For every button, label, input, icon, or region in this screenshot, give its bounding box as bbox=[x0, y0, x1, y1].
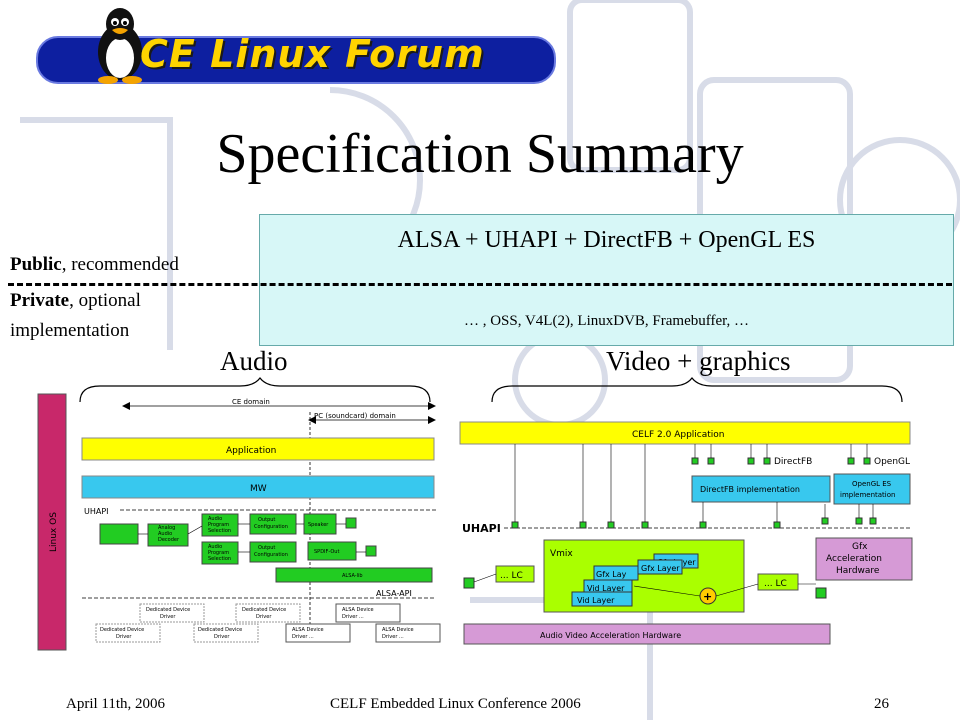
svg-text:ALSA Device: ALSA Device bbox=[292, 627, 324, 633]
svg-text:Audio: Audio bbox=[208, 544, 222, 550]
svg-text:ALSA-lib: ALSA-lib bbox=[342, 573, 363, 579]
footer-conference: CELF Embedded Linux Conference 2006 bbox=[330, 696, 581, 712]
mw-box bbox=[81, 475, 435, 499]
mw-label: MW bbox=[250, 484, 267, 494]
av-accel-label: Audio Video Acceleration Hardware bbox=[540, 631, 681, 640]
svg-text:Speaker: Speaker bbox=[308, 522, 329, 528]
spec-box: ALSA + UHAPI + DirectFB + OpenGL ES … , … bbox=[259, 214, 954, 346]
svg-text:Driver: Driver bbox=[214, 634, 230, 640]
av-accel-box bbox=[463, 623, 831, 645]
alsa-api-label: ALSA-API bbox=[376, 589, 412, 598]
svg-text:Acceleration: Acceleration bbox=[826, 554, 882, 564]
svg-text:Output: Output bbox=[258, 517, 275, 523]
private-label-line2: implementation bbox=[10, 320, 130, 341]
footer-date: April 11th, 2006 bbox=[66, 696, 166, 712]
svg-text:Audio: Audio bbox=[208, 516, 222, 522]
svg-text:OpenGL ES: OpenGL ES bbox=[852, 480, 892, 488]
svg-text:Dedicated Device: Dedicated Device bbox=[242, 607, 286, 613]
video-section-title: Video + graphics bbox=[606, 346, 791, 376]
audio-diagram: Linux OS CE domain PC (soundcard) domain… bbox=[37, 393, 441, 651]
svg-text:+: + bbox=[703, 590, 712, 603]
svg-text:Driver ...: Driver ... bbox=[382, 634, 404, 640]
svg-text:Dedicated Device: Dedicated Device bbox=[146, 607, 190, 613]
celf-application-label: CELF 2.0 Application bbox=[632, 430, 724, 440]
directfb-label: DirectFB bbox=[774, 457, 812, 467]
svg-text:Analog: Analog bbox=[158, 525, 175, 531]
svg-text:... LC: ... LC bbox=[500, 571, 523, 581]
svg-text:Audio: Audio bbox=[158, 531, 172, 537]
svg-text:Gfx Layer: Gfx Layer bbox=[641, 564, 680, 573]
public-private-divider bbox=[8, 283, 952, 286]
footer-page-number: 26 bbox=[874, 696, 889, 712]
svg-text:Driver: Driver bbox=[256, 614, 272, 620]
audio-uhapi-label: UHAPI bbox=[84, 507, 109, 516]
svg-text:Program: Program bbox=[208, 522, 229, 528]
svg-text:Dedicated Device: Dedicated Device bbox=[198, 627, 242, 633]
pc-domain-label: PC (soundcard) domain bbox=[314, 412, 396, 420]
svg-text:Output: Output bbox=[258, 545, 275, 551]
linux-os-label: Linux OS bbox=[49, 512, 59, 552]
directfb-impl-box bbox=[691, 475, 831, 503]
svg-text:Vid Layer: Vid Layer bbox=[587, 584, 625, 593]
vmix-label: Vmix bbox=[550, 549, 573, 559]
svg-text:Dedicated Device: Dedicated Device bbox=[100, 627, 144, 633]
svg-text:Driver ...: Driver ... bbox=[342, 614, 364, 620]
gfx-accel-box bbox=[815, 537, 913, 581]
svg-text:Selection: Selection bbox=[208, 528, 231, 534]
audio-application-label: Application bbox=[226, 446, 276, 456]
directfb-impl-label: DirectFB implementation bbox=[700, 485, 800, 494]
tux-penguin-icon bbox=[98, 8, 142, 84]
svg-text:Driver ...: Driver ... bbox=[292, 634, 314, 640]
opengl-label: OpenGL bbox=[874, 457, 910, 467]
ce-domain-label: CE domain bbox=[232, 398, 270, 406]
public-label: Public, recommended bbox=[10, 254, 179, 275]
svg-text:ALSA Device: ALSA Device bbox=[382, 627, 414, 633]
audio-application-box bbox=[81, 437, 435, 461]
slide-title: Specification Summary bbox=[216, 123, 744, 185]
svg-text:Gfx Lay: Gfx Lay bbox=[596, 570, 627, 579]
svg-text:implementation: implementation bbox=[840, 491, 895, 499]
svg-text:Driver: Driver bbox=[116, 634, 132, 640]
svg-text:ALSA Device: ALSA Device bbox=[342, 607, 374, 613]
opengl-impl-box bbox=[833, 473, 911, 505]
svg-text:Selection: Selection bbox=[208, 556, 231, 562]
svg-text:Configuration: Configuration bbox=[254, 524, 288, 530]
svg-text:... LC: ... LC bbox=[764, 579, 787, 589]
svg-text:Vid Layer: Vid Layer bbox=[577, 596, 615, 605]
svg-text:Decoder: Decoder bbox=[158, 537, 180, 543]
svg-text:Configuration: Configuration bbox=[254, 552, 288, 558]
audio-section-title: Audio bbox=[220, 346, 288, 376]
svg-text:SPDIF-Out: SPDIF-Out bbox=[314, 549, 339, 555]
svg-text:Program: Program bbox=[208, 550, 229, 556]
logo-text: CE Linux Forum bbox=[140, 32, 485, 76]
svg-text:Hardware: Hardware bbox=[836, 566, 880, 576]
celf-application-box bbox=[459, 421, 911, 445]
svg-text:Gfx: Gfx bbox=[852, 542, 868, 552]
svg-text:Driver: Driver bbox=[160, 614, 176, 620]
spec-public-apis: ALSA + UHAPI + DirectFB + OpenGL ES bbox=[397, 227, 816, 253]
video-uhapi-label: UHAPI bbox=[462, 522, 501, 535]
video-diagram: CELF 2.0 Application DirectFB OpenGL Dir… bbox=[459, 421, 913, 645]
spec-private-apis: … , OSS, V4L(2), LinuxDVB, Framebuffer, … bbox=[463, 313, 750, 329]
private-label: Private, optional bbox=[10, 290, 141, 311]
linux-os-bar bbox=[37, 393, 67, 651]
